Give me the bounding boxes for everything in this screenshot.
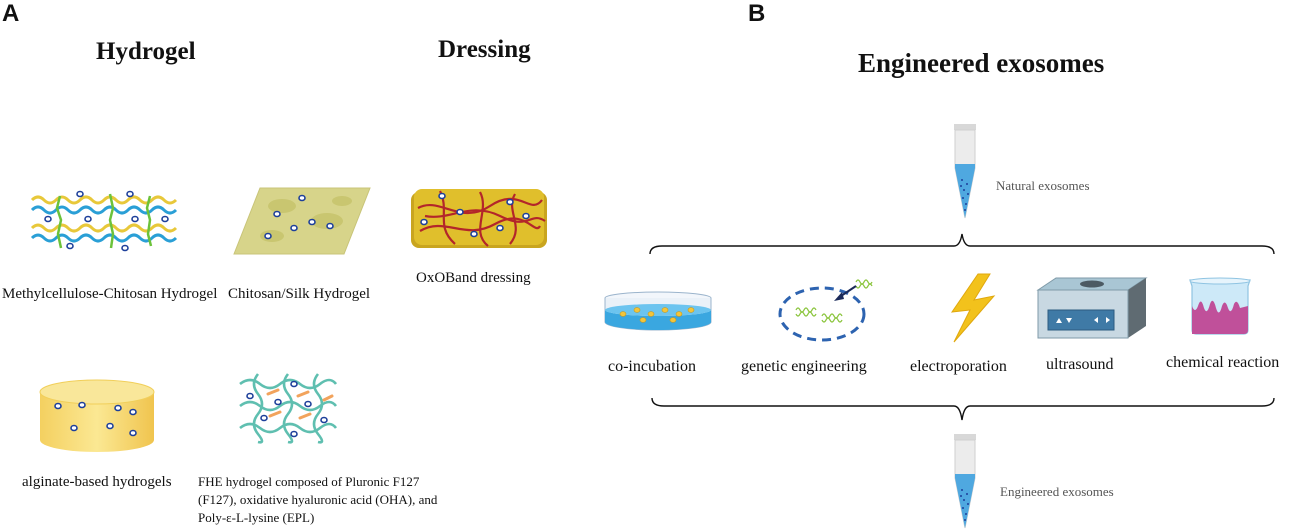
genetic-engineering-label: genetic engineering [741, 358, 867, 375]
natural-exosomes-label: Natural exosomes [996, 178, 1090, 193]
ultrasound-label: ultrasound [1046, 356, 1114, 373]
electroporation-label: electroporation [910, 358, 1007, 375]
top-brace [649, 233, 1275, 255]
lightning-icon [950, 273, 996, 343]
chemical-reaction-label: chemical reaction [1166, 354, 1280, 371]
chitosan-silk-illustration [233, 187, 371, 255]
panel-a-letter: A [2, 0, 20, 27]
fhe-label-line1: FHE hydrogel composed of Pluronic F127 [198, 474, 420, 489]
genetic-engineering-icon [778, 279, 873, 342]
fhe-hydrogel-illustration [239, 373, 338, 444]
chitosan-silk-label: Chitosan/Silk Hydrogel [228, 286, 371, 302]
bottom-brace [651, 397, 1275, 421]
fhe-label-line2: (F127), oxidative hyaluronic acid (OHA),… [198, 492, 438, 507]
co-incubation-label: co-incubation [608, 358, 696, 375]
engineered-exosomes-label: Engineered exosomes [1000, 484, 1114, 499]
hydrogel-title: Hydrogel [96, 38, 196, 65]
oxoband-label: OxOBand dressing [416, 270, 531, 286]
engineered-exosomes-title: Engineered exosomes [858, 48, 1105, 78]
dressing-title: Dressing [438, 36, 531, 63]
oxoband-dressing-illustration [411, 189, 547, 248]
alginate-label: alginate-based hydrogels [22, 474, 172, 490]
engineered-exosomes-tube-icon [954, 434, 976, 529]
beaker-icon [1189, 277, 1251, 335]
natural-exosomes-tube-icon [954, 124, 976, 219]
petri-dish-icon [604, 291, 712, 331]
mc-chitosan-label: Methylcellulose-Chitosan Hydrogel [2, 286, 218, 302]
fhe-label-line3: Poly-ε-L-lysine (EPL) [198, 510, 315, 525]
methylcellulose-chitosan-illustration [30, 190, 178, 252]
ultrasound-device-icon [1036, 277, 1148, 339]
panel-b-letter: B [748, 0, 766, 27]
alginate-illustration [39, 379, 155, 452]
